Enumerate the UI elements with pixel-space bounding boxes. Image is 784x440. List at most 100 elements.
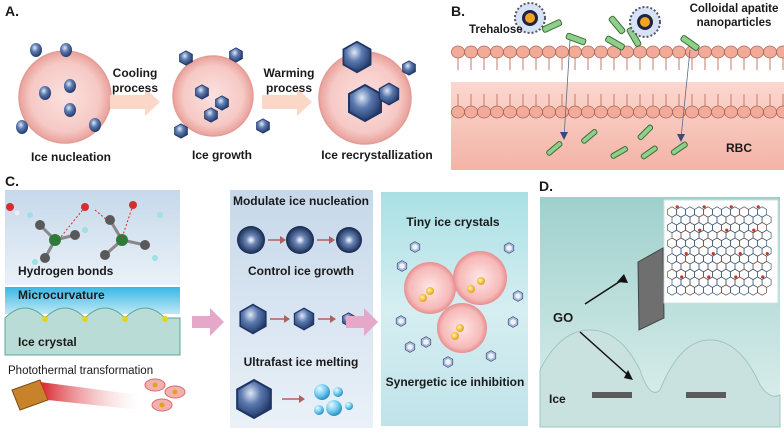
ice-label: Ice [549, 392, 566, 406]
oxygen-group [765, 252, 769, 256]
cell-growth [172, 55, 254, 137]
go-arrow-1-head [617, 274, 628, 283]
process-label-1: process [112, 81, 158, 95]
molecule-right [59, 201, 163, 261]
graphene-oxide-lattice [667, 205, 772, 296]
control-label: Control ice growth [248, 264, 354, 278]
lipid-head [776, 45, 784, 59]
oxygen-group [675, 205, 679, 209]
nanoparticles-label-2: nanoparticles [697, 17, 772, 29]
hydrogen-bond-box [5, 190, 180, 285]
nanoparticles-label-1: Colloidal apatite [690, 3, 779, 15]
oxygen-group [752, 228, 756, 232]
lipid-head [568, 45, 582, 59]
process-label-2: process [266, 81, 312, 95]
lipid-head [594, 105, 608, 119]
lipid-head [568, 105, 582, 119]
synergetic-label: Synergetic ice inhibition [386, 375, 525, 389]
lipid-head [516, 105, 530, 119]
lipid-bilayer [451, 45, 784, 119]
lipid-head [646, 45, 660, 59]
panel-a-letter: A. [5, 3, 19, 19]
lipid-head [646, 105, 660, 119]
oxygen-group [680, 275, 684, 279]
go-sheet-1 [592, 392, 632, 398]
lipid-head [464, 45, 478, 59]
oxygen-group [707, 275, 711, 279]
lipid-head [750, 105, 764, 119]
apatite-nanoparticles [514, 2, 661, 38]
panel-c: C. [4, 173, 528, 428]
trehalose-inside [546, 124, 688, 160]
lipid-head [555, 45, 569, 59]
ice-crystal-label: Ice crystal [18, 335, 77, 349]
lipid-head [698, 105, 712, 119]
go-arrow-1 [584, 279, 623, 305]
go-flake [637, 247, 665, 331]
oxygen-group [702, 205, 706, 209]
caption-ice-growth: Ice growth [192, 148, 252, 162]
laser-beam [40, 382, 140, 410]
lipid-head [685, 105, 699, 119]
heated-particles [144, 378, 186, 412]
panel-d: D. GO Ice [539, 178, 781, 428]
lipid-head [711, 45, 725, 59]
lipid-head [542, 45, 556, 59]
oxygen-group [729, 205, 733, 209]
panel-d-letter: D. [539, 178, 553, 194]
oxygen-group [738, 252, 742, 256]
transport-arrow-1 [560, 132, 568, 140]
lipid-head [711, 105, 725, 119]
lipid-head [633, 45, 647, 59]
oxygen-group [711, 252, 715, 256]
go-label: GO [553, 310, 573, 325]
go-arrow-2 [579, 331, 629, 376]
lipid-head [594, 45, 608, 59]
lipid-head [529, 105, 543, 119]
rbc-label: RBC [726, 141, 752, 155]
molecule-left [6, 203, 88, 265]
cooling-label: Cooling [113, 66, 158, 80]
trehalose-label: Trehalose [469, 24, 523, 36]
arrow-warming [262, 88, 312, 116]
lipid-head [542, 105, 556, 119]
transport-line-2 [680, 49, 691, 139]
lipid-head [607, 105, 621, 119]
lipid-head [581, 45, 595, 59]
panel-b-letter: B. [451, 3, 465, 19]
trehalose-outside [541, 15, 700, 51]
panel-c-letter: C. [5, 173, 19, 189]
growth-sequence [239, 303, 355, 335]
lipid-head [581, 105, 595, 119]
ice-surface [539, 329, 781, 428]
lipid-head [477, 45, 491, 59]
modulate-label: Modulate ice nucleation [233, 194, 369, 208]
lipid-head [737, 45, 751, 59]
lipid-head [529, 45, 543, 59]
lipid-head [620, 105, 634, 119]
oxygen-group [725, 228, 729, 232]
oxygen-group [756, 205, 760, 209]
lipid-head [659, 45, 673, 59]
lattice-cell [757, 284, 767, 296]
lipid-head [724, 45, 738, 59]
lipid-head [659, 105, 673, 119]
arrow-c-1 [192, 308, 224, 336]
tiny-ice-label: Tiny ice crystals [406, 215, 499, 229]
oxygen-group [684, 252, 688, 256]
oxygen-group [761, 275, 765, 279]
lipid-head [750, 45, 764, 59]
ice-nuclei-dots [42, 316, 168, 322]
lipid-head [464, 105, 478, 119]
caption-ice-nucleation: Ice nucleation [31, 150, 111, 164]
photothermal-label: Photothermal transformation [8, 365, 153, 377]
protected-cells [404, 251, 507, 353]
lipid-head [724, 105, 738, 119]
lipid-head [633, 105, 647, 119]
panel-a: A. Cooling pr [5, 3, 433, 164]
lipid-head [503, 45, 517, 59]
lipid-head [516, 45, 530, 59]
nucleation-sequence [237, 226, 362, 254]
arrow-cooling [110, 88, 160, 116]
